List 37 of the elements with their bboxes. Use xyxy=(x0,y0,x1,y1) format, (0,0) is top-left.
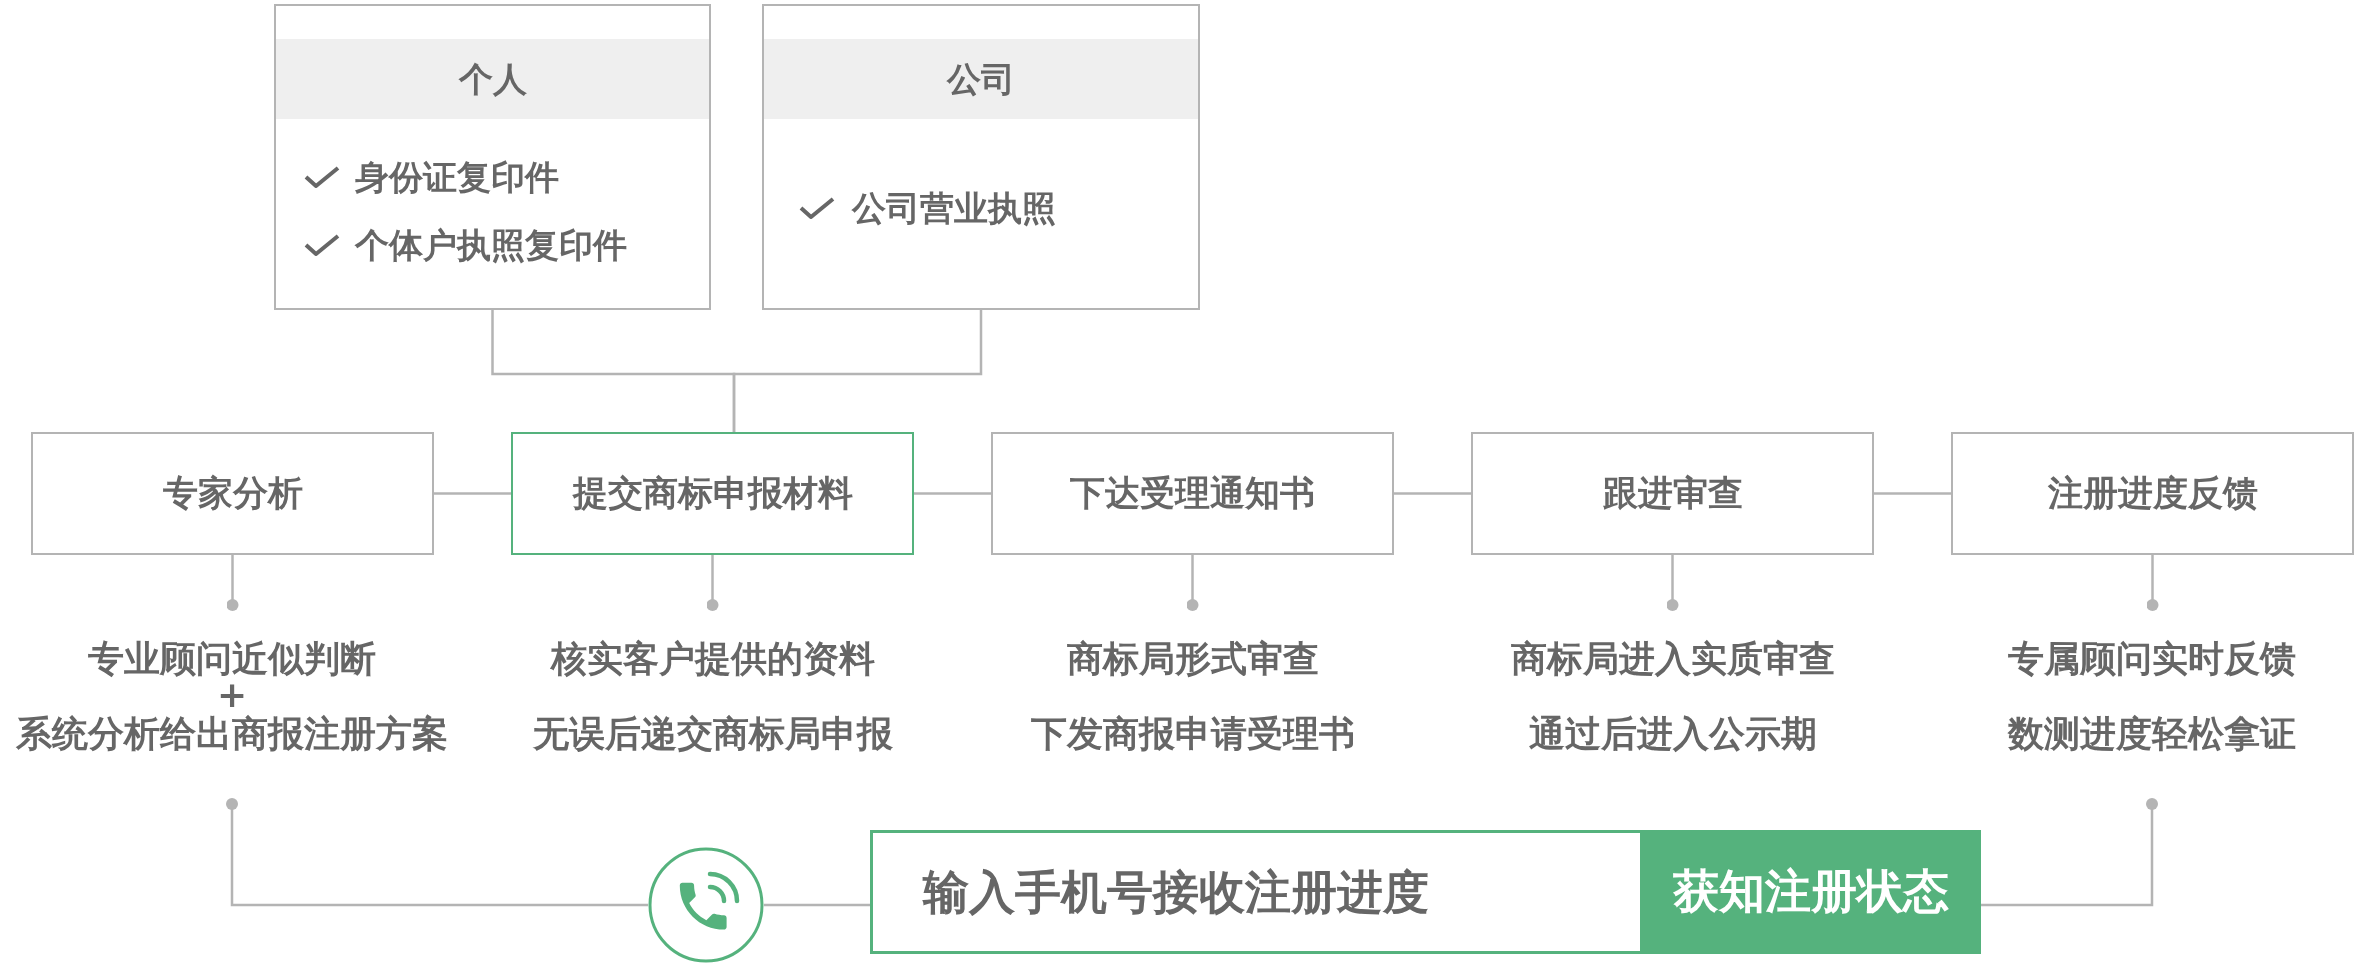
connector-line xyxy=(1186,555,1199,611)
list-item-text: 身份证复印件 xyxy=(355,156,559,199)
connector-line xyxy=(914,492,991,495)
step-box: 跟进审查 xyxy=(1471,432,1874,555)
connector-line xyxy=(764,903,870,907)
info-card xyxy=(274,4,711,310)
step-box: 下达受理通知书 xyxy=(991,432,1394,555)
description-text: 数测进度轻松拿证 xyxy=(2006,714,2297,754)
description-text: 通过后进入公示期 xyxy=(1528,714,1818,754)
description-text: 专属顾问实时反馈 xyxy=(2007,639,2297,679)
phone-icon xyxy=(648,847,764,963)
connector-line xyxy=(732,310,983,432)
input-field: 输入手机号接收注册进度 xyxy=(870,830,1640,954)
connector-line xyxy=(1394,492,1471,495)
info-card xyxy=(762,4,1200,310)
card-header: 个人 xyxy=(276,39,709,119)
connector-line xyxy=(226,555,239,611)
list-item-text: 个体户执照复印件 xyxy=(355,224,627,267)
step-box: 专家分析 xyxy=(31,432,434,555)
description-text: 核实客户提供的资料 xyxy=(549,639,876,679)
description-text: 下发商报申请受理书 xyxy=(1030,714,1356,754)
description-text: 系统分析给出商报注册方案 xyxy=(15,714,449,754)
description-text: 无误后递交商标局申报 xyxy=(532,714,894,754)
list-item-text: 公司营业执照 xyxy=(852,187,1056,230)
connector-line xyxy=(226,798,648,907)
card-header: 公司 xyxy=(764,39,1198,119)
description-text: 商标局形式审查 xyxy=(1066,639,1320,679)
connector-line xyxy=(2146,555,2159,611)
connector-line xyxy=(1666,555,1679,611)
description-text: 商标局进入实质审查 xyxy=(1510,639,1836,679)
step-box: 注册进度反馈 xyxy=(1951,432,2354,555)
connector-line xyxy=(706,555,719,611)
submit-button: 获知注册状态 xyxy=(1640,830,1981,954)
connector-line xyxy=(1981,798,2158,907)
connector-line xyxy=(434,492,511,495)
step-box: 提交商标申报材料 xyxy=(511,432,914,555)
connector-line xyxy=(1874,492,1951,495)
